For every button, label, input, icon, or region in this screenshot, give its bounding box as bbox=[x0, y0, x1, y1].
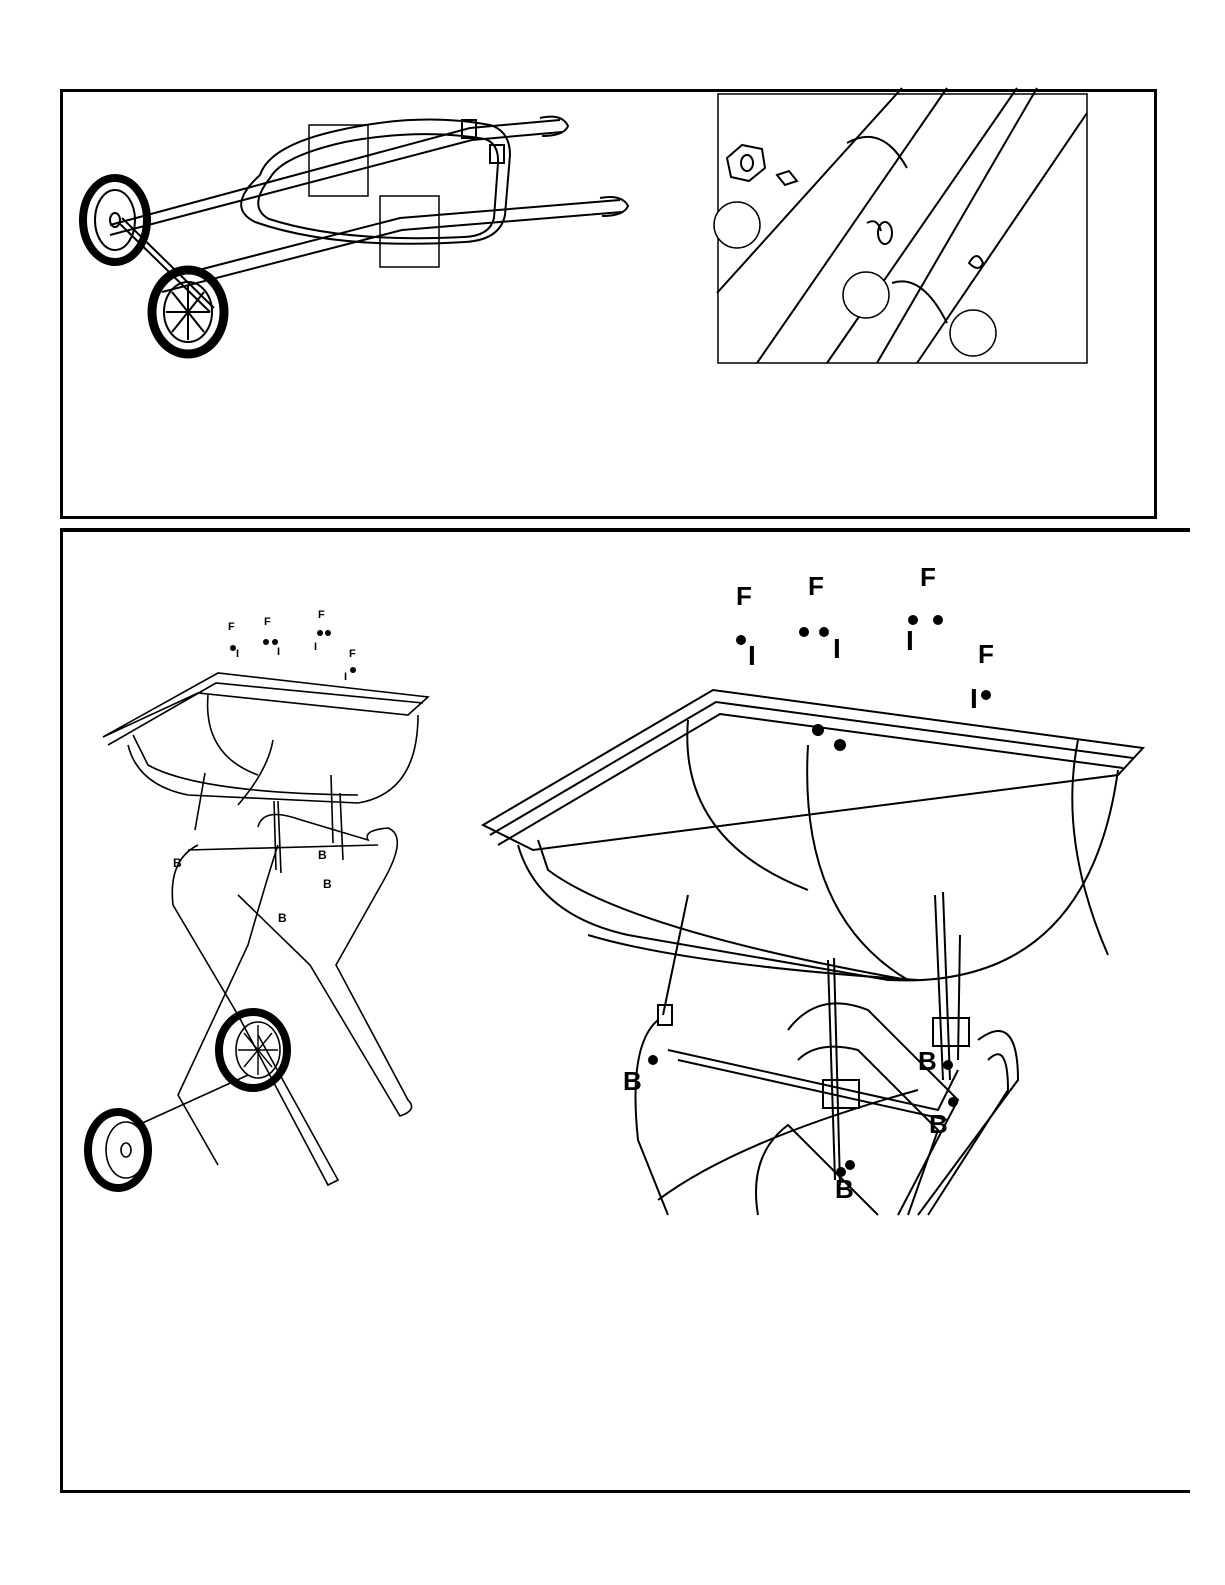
callout-box-lower bbox=[380, 196, 439, 267]
small-label-f4: F bbox=[349, 648, 356, 660]
large-label-i1: I bbox=[748, 640, 756, 671]
large-label-b3: B bbox=[918, 1046, 937, 1076]
tray-exploded-large-illustration: F F F F I I I I B B B B bbox=[478, 560, 1168, 1215]
large-label-f3: F bbox=[920, 562, 936, 592]
large-label-f2: F bbox=[808, 571, 824, 601]
small-label-b2: B bbox=[278, 911, 287, 925]
small-label-f1: F bbox=[228, 621, 235, 633]
small-label-i1: I bbox=[236, 648, 239, 660]
tray-exploded-small-illustration: F F F F I I I I B B B B bbox=[78, 605, 458, 1195]
small-label-b3: B bbox=[318, 848, 327, 862]
large-label-i3: I bbox=[906, 625, 914, 656]
small-label-b1: B bbox=[173, 856, 182, 870]
small-label-i3: I bbox=[314, 641, 317, 653]
small-label-b4: B bbox=[323, 877, 332, 891]
bolt-detail-illustration bbox=[717, 93, 1089, 365]
wheelbarrow-frame-illustration bbox=[70, 100, 650, 380]
large-label-i2: I bbox=[833, 633, 841, 664]
large-label-f4: F bbox=[978, 639, 994, 669]
large-label-b1: B bbox=[623, 1066, 642, 1096]
rear-wheel-icon bbox=[83, 178, 147, 262]
small-stand-rear-wheel-icon bbox=[219, 1012, 287, 1088]
large-label-i4: I bbox=[970, 683, 978, 714]
small-label-f3: F bbox=[318, 609, 325, 621]
small-label-f2: F bbox=[264, 616, 271, 628]
large-label-f1: F bbox=[736, 581, 752, 611]
front-wheel-icon bbox=[152, 270, 224, 354]
small-stand-front-wheel-icon bbox=[88, 1112, 148, 1188]
large-label-b2: B bbox=[835, 1174, 854, 1204]
step-circle-2 bbox=[843, 272, 889, 318]
small-label-i2: I bbox=[277, 646, 280, 658]
step-circle-1 bbox=[714, 202, 760, 248]
step-circle-3 bbox=[950, 310, 996, 356]
panel-divider-line bbox=[60, 528, 1190, 531]
large-label-b4: B bbox=[929, 1109, 948, 1139]
small-label-i4: I bbox=[344, 671, 347, 683]
